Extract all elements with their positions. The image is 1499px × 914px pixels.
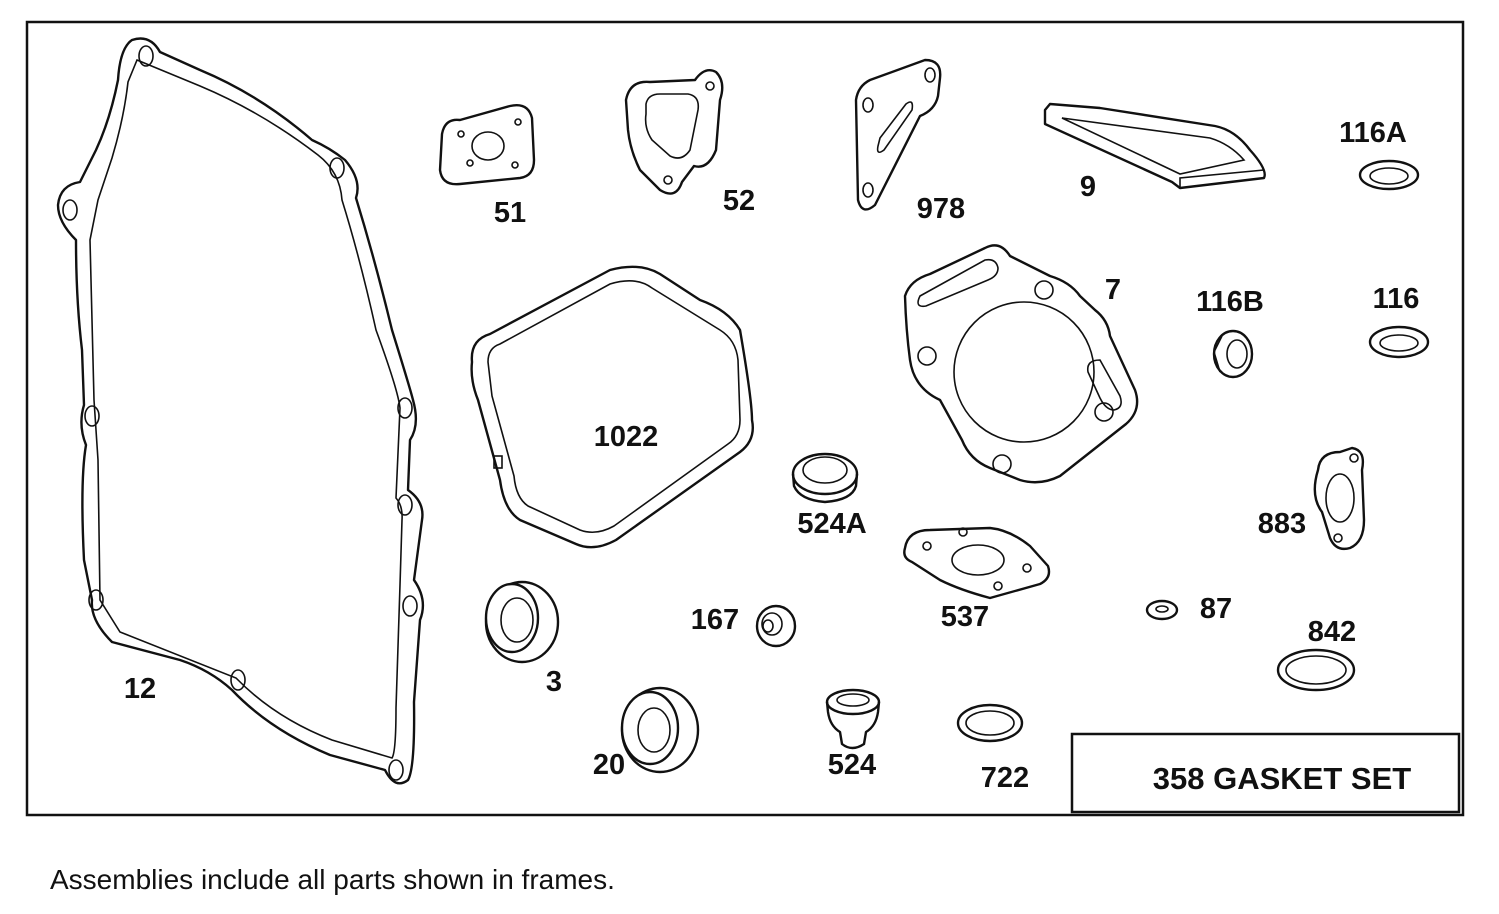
kit-label-box: 358 GASKET SET [1070,732,1461,814]
part-label: 20 [593,749,625,781]
part-7-head-gasket [903,244,1139,484]
part-116B-seal-ring [1212,329,1254,379]
part-label: 1022 [594,421,659,453]
part-116-o-ring [1368,325,1430,359]
part-524-plug-seal [825,688,881,750]
part-label: 87 [1200,593,1232,625]
part-label: 842 [1308,616,1356,648]
part-label: 3 [546,666,562,698]
part-978-breather-gasket [854,58,942,211]
part-20-oil-seal [620,686,700,774]
part-1022-valve-cover-gasket: 1022 [470,265,754,549]
part-label: 12 [124,673,156,705]
kit-label: 358 GASKET SET [1153,761,1411,796]
part-87-washer [1145,599,1179,621]
part-167-grommet [755,604,797,648]
part-label: 52 [723,185,755,217]
part-label: 883 [1258,508,1306,540]
part-3-oil-seal [484,580,560,664]
assembly-frame [25,20,1465,817]
part-label: 116B [1196,286,1264,318]
part-label: 524 [828,749,876,781]
part-label: 116 [1373,283,1420,315]
part-label: 167 [691,604,739,636]
part-52-intake-gasket [624,69,724,195]
part-537-muffler-gasket [903,526,1051,600]
part-842-o-ring [1276,648,1356,692]
part-51-carb-gasket [438,104,536,186]
part-label: 722 [981,762,1029,794]
part-116A-o-ring [1358,159,1420,191]
part-label: 116A [1339,117,1407,149]
part-label: 7 [1105,274,1121,306]
part-12-crankcase-gasket [56,37,425,785]
part-label: 51 [494,197,526,229]
part-9-flat-frame-gasket [1043,102,1266,190]
part-722-o-ring [956,703,1024,743]
part-883-exhaust-gasket [1313,446,1366,551]
part-label: 9 [1080,171,1096,203]
part-524A-seal [791,452,859,504]
part-label: 978 [917,193,965,225]
part-label: 524A [797,508,866,540]
part-label: 537 [941,601,989,633]
assembly-note: Assemblies include all parts shown in fr… [50,864,615,895]
